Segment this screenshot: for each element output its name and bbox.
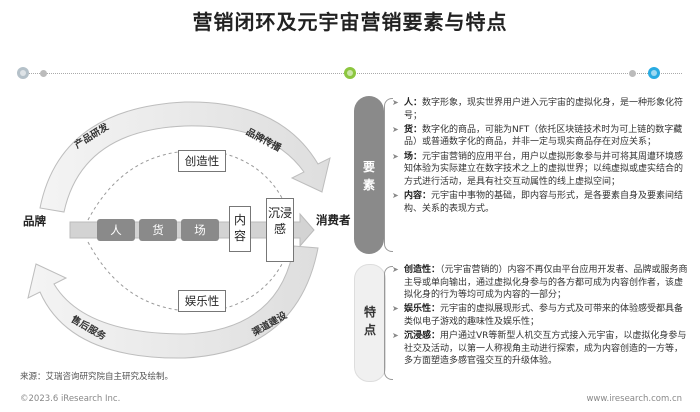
elements-label-text: 要素 [362,160,375,192]
element-desc: 数字形象，现实世界用户进入元宇宙的虚拟化身，是一种形象化符号； [404,98,684,121]
features-label-text: 特点 [363,305,376,337]
arrow-icon: ➤ [392,304,399,314]
element-name: 货： [404,124,423,135]
arrow-icon: ➤ [392,98,399,107]
element-desc: 元宇宙营销的应用平台，用户以虚拟形象参与并可将其周遭环境感知体验为实际建立在数字… [404,151,684,187]
loop-arrows [27,101,331,359]
content-box: 内容 [229,206,251,252]
feature-item-immersion: ➤ 沉浸感：用户通过VR等新型人机交互方式接入元宇宙，以虚拟化身参与社交及活动，以… [392,330,690,368]
element-name: 内容： [404,190,432,201]
element-name: 场： [404,151,423,162]
element-desc: 元宇宙中事物的基础，即内容与形式，是各要素自身及要素间结构、关系的表现方式。 [404,190,684,214]
element-name: 人： [404,98,423,108]
timeline-dot-small [629,70,636,77]
dashed-arc-top [87,151,179,221]
feature-item-entertainment: ➤ 娱乐性：元宇宙的虚拟展现形式、参与方式及可带来的体验感受都具备类似电子游戏的趣… [392,303,690,328]
features-bracket [384,266,393,380]
element-venue: 场 [181,219,219,241]
element-item-venue: ➤ 场：元宇宙营销的应用平台，用户以虚拟形象参与并可将其周遭环境感知体验为实际建立… [392,151,690,189]
immersion-label: 沉浸感 [267,206,292,236]
feature-item-creativity: ➤ 创造性：（元宇宙营销的）内容不再仅由平台应用开发者、品牌或服务商主导或单向输出… [392,264,690,302]
feature-name: 创造性： [404,265,441,275]
features-list: ➤ 创造性：（元宇宙营销的）内容不再仅由平台应用开发者、品牌或服务商主导或单向输出… [392,264,690,370]
elements-bracket [384,98,393,252]
dashed-arc-top-right [217,151,283,199]
timeline-dot-left [17,67,29,79]
arrow-icon: ➤ [392,265,399,274]
content-label: 内容 [233,213,246,243]
lower-arc-arrow [27,245,319,359]
dashed-arc-bottom-right [217,263,283,311]
dashed-arc-bottom [87,241,179,311]
page-title: 营销闭环及元宇宙营销要素与特点 [192,10,508,34]
feature-name: 沉浸感： [404,331,441,342]
source-note: 来源：艾瑞咨询研究院自主研究及绘制。 [20,372,174,382]
elements-label: 要素 [354,96,384,254]
element-item-goods: ➤ 货：数字化的商品，可能为NFT（依托区块链技术时为可上链的数字藏品）或普通数字… [392,124,690,149]
features-label: 特点 [354,264,386,382]
arrow-icon: ➤ [392,331,399,341]
timeline-dot-small [40,70,47,77]
creativity-box: 创造性 [178,150,226,172]
immersion-box: 沉浸感 [266,198,294,262]
elements-list: ➤ 人：数字形象，现实世界用户进入元宇宙的虚拟化身，是一种形象化符号； ➤ 货：数字… [392,97,690,217]
arrow-icon: ➤ [392,124,399,134]
feature-desc: 用户通过VR等新型人机交互方式接入元宇宙，以虚拟化身参与社交及活动，以第一人称视… [404,331,687,367]
entertainment-box: 娱乐性 [178,290,226,312]
element-item-content: ➤ 内容：元宇宙中事物的基础，即内容与形式，是各要素自身及要素间结构、关系的表现方… [392,190,690,215]
arrow-icon: ➤ [392,151,399,161]
brand-node: 品牌 [23,214,46,228]
timeline-dot-right [648,67,660,79]
element-goods: 货 [139,219,177,241]
marketing-loop-diagram: 品牌 消费者 产品研发 品牌传播 售后服务 渠道建设 创造性 娱乐性 人 货 场… [0,80,360,380]
feature-name: 娱乐性： [404,304,441,315]
element-item-person: ➤ 人：数字形象，现实世界用户进入元宇宙的虚拟化身，是一种形象化符号； [392,97,690,122]
feature-desc: （元宇宙营销的）内容不再仅由平台应用开发者、品牌或服务商主导或单向输出，通过虚拟… [404,265,688,301]
footer-copyright: ©2023.6 iResearch Inc. [20,394,121,404]
footer-website[interactable]: www.iresearch.com.cn [586,394,682,404]
consumer-node: 消费者 [316,213,351,227]
feature-desc: 元宇宙的虚拟展现形式、参与方式及可带来的体验感受都具备类似电子游戏的趣味性及娱乐… [404,304,684,327]
arrow-icon: ➤ [392,190,399,200]
upper-arc-arrow [39,101,331,213]
element-desc: 数字化的商品，可能为NFT（依托区块链技术时为可上链的数字藏品）或普通数字化的商… [404,124,683,148]
timeline-dot-middle [344,67,356,79]
element-person: 人 [97,219,135,241]
